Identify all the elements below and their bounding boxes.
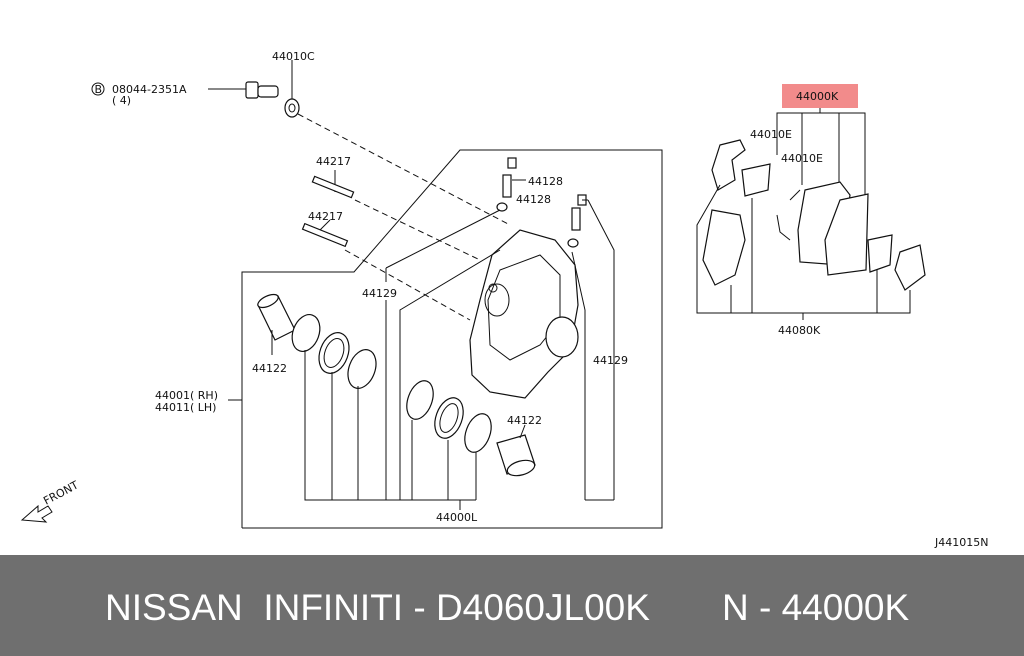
pad-kit-highlight — [782, 84, 858, 108]
footer-brand: NISSAN INFINITI - D4060JL00K — [105, 587, 650, 628]
footer-bar: NISSAN INFINITI - D4060JL00K N - 44000K — [0, 555, 1024, 656]
label-caliper-rh: 44001( RH) — [155, 389, 218, 402]
bolt-part: B — [91, 60, 300, 118]
bolt-marker: B — [95, 83, 103, 96]
front-label: FRONT — [41, 478, 81, 507]
label-spring-upper: 44010E — [750, 128, 792, 141]
diagram-code: J441015N — [934, 536, 988, 549]
left-seals — [257, 293, 377, 389]
label-bleeder-lower: 44128 — [516, 193, 551, 206]
bleeders — [385, 157, 615, 500]
caliper-frame — [241, 149, 663, 529]
label-piston-left: 44122 — [252, 362, 287, 375]
right-seals — [406, 380, 536, 477]
caliper-body — [469, 229, 579, 399]
label-cap-right: 44129 — [593, 354, 628, 367]
seal-kit-bracket — [228, 300, 614, 510]
pad-kit — [696, 108, 926, 320]
label-seal-kit: 44000L — [436, 511, 478, 524]
label-bleeder-upper: 44128 — [528, 175, 563, 188]
diagram-canvas: B — [20, 50, 988, 549]
label-pad-kit: 44000K — [796, 90, 839, 103]
label-cap-left: 44129 — [362, 287, 397, 300]
label-piston-right: 44122 — [507, 414, 542, 427]
label-washer: 44010C — [272, 50, 315, 63]
label-hardware-kit: 44080K — [778, 324, 821, 337]
footer-part-number: N - 44000K — [722, 587, 910, 628]
label-caliper-lh: 44011( LH) — [155, 401, 216, 414]
guide-pins — [301, 170, 481, 321]
front-arrow-icon: FRONT — [20, 478, 81, 523]
label-pin-upper: 44217 — [316, 155, 351, 168]
label-pin-lower: 44217 — [308, 210, 343, 223]
label-bolt: 08044-2351A — [112, 83, 187, 96]
label-spring-lower: 44010E — [781, 152, 823, 165]
label-bolt-qty: ( 4) — [112, 94, 131, 107]
